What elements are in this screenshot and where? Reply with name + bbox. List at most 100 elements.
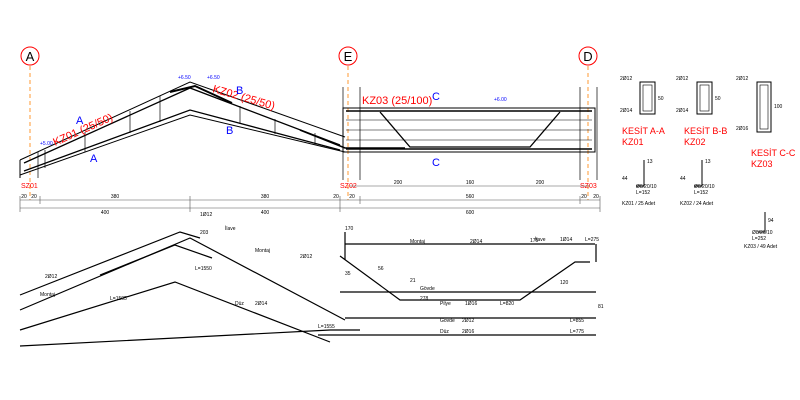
- rebar-label-r4: 1Ø16: [465, 301, 477, 307]
- stirrup-kz02: [694, 160, 703, 187]
- elevation-1: +6.50: [178, 75, 191, 81]
- section-mark-a-top: A: [76, 115, 84, 127]
- dim-kz03-right: 200: [536, 180, 545, 186]
- stirrup-kz03: [758, 212, 766, 233]
- rebar-line-4: [99, 244, 213, 276]
- section-bb: 2Ø12 2Ø14 50 KESİT B-B KZ02: [676, 76, 727, 147]
- stirrup-kz01-spec: Ø8/20/10: [636, 184, 657, 190]
- stirrup-kz03-len: L=252: [752, 236, 766, 242]
- dim-end-c: 20: [333, 194, 339, 200]
- rebar-label-r3: 2Ø14: [470, 239, 482, 245]
- section-mark-c-top: C: [432, 91, 440, 103]
- rebar-label-govde-2: Gövde: [440, 318, 455, 324]
- section-cc-beam: KZ03: [751, 159, 773, 169]
- rebar-label-seg5: 278: [420, 296, 429, 302]
- section-mark-b-top: B: [236, 85, 243, 97]
- rebar-schedule-lines: [19, 231, 597, 347]
- section-aa-bottom-bar: 2Ø14: [620, 108, 632, 114]
- section-mark-c-bottom: C: [432, 157, 440, 169]
- dim-end-a: 20: [21, 194, 27, 200]
- stirrup-kz02-count: KZ02 / 24 Adet: [680, 201, 714, 207]
- rebar-line-1: [19, 231, 201, 296]
- section-aa: 2Ø12 2Ø14 50 KESİT A-A KZ01: [620, 76, 665, 147]
- rebar-label-r2b: 2Ø12: [462, 318, 474, 324]
- dim-end-d: 20: [349, 194, 355, 200]
- rebar-label-len5: L=1550: [195, 266, 212, 272]
- rebar-label-montaj-1: Montaj: [255, 248, 270, 254]
- section-aa-height: 50: [658, 96, 664, 102]
- axis-lines: [29, 66, 589, 200]
- inclined-beam-top-edge: [19, 81, 346, 161]
- stirrup-kz03-leg: 94: [768, 218, 774, 224]
- elevation-4: +5.00: [40, 141, 53, 147]
- support-label-3: SZ03: [580, 183, 597, 190]
- rebar-label-ilave-2: İlave: [535, 236, 546, 243]
- rebar-label-r3b: 2Ø14: [255, 301, 267, 307]
- section-aa-top-bar: 2Ø12: [620, 76, 632, 82]
- section-markers: A A B B C C: [76, 85, 440, 169]
- rebar-label-len3: L=855: [570, 318, 584, 324]
- rebar-line-8: [339, 255, 590, 301]
- axis-bubble-a: A: [20, 46, 40, 66]
- section-bb-height: 50: [715, 96, 721, 102]
- rebar-label-r5: 2Ø16: [462, 329, 474, 335]
- rebar-label-seg6: 81: [598, 304, 604, 310]
- kz03-beam-outline: [342, 87, 598, 180]
- section-aa-beam: KZ01: [622, 137, 644, 147]
- rebar-label-pilye: Pilye: [440, 301, 451, 307]
- rebar-line-2: [19, 237, 346, 321]
- dim-kz03-left: 200: [394, 180, 403, 186]
- section-mark-a-bottom: A: [90, 153, 98, 165]
- stirrup-kz02-leg: 13: [705, 159, 711, 165]
- dim-kz03-total: 600: [466, 210, 475, 216]
- rebar-label-seg9: 35: [345, 271, 351, 277]
- rebar-label-len1: L=275: [585, 237, 599, 243]
- rebar-label-seg7: 21: [410, 278, 416, 284]
- section-bb-bottom-bar: 2Ø14: [676, 108, 688, 114]
- section-cc-title: KESİT C-C: [751, 148, 796, 158]
- rebar-label-seg3: 203: [200, 230, 209, 236]
- rebar-schedule-labels: İlave 1Ø12 Montaj 2Ø12 Montaj 2Ø14 İlave…: [40, 212, 604, 335]
- stirrup-kz02-leg2: 44: [680, 176, 686, 182]
- section-cc: 2Ø12 2Ø16 100 KESİT C-C KZ03: [736, 76, 796, 169]
- rebar-label-duz-1: Düz: [440, 329, 449, 335]
- rebar-label-r6: 1Ø14: [560, 237, 572, 243]
- dim-kz01-span2: 380: [261, 194, 270, 200]
- elevation-3: +6.00: [494, 97, 507, 103]
- stirrup-kz01-leg2: 44: [622, 176, 628, 182]
- rebar-label-montaj-2: Montaj: [410, 239, 425, 245]
- rebar-line-5: [19, 329, 360, 347]
- dim-kz01-span: 380: [111, 194, 120, 200]
- ridge-extra-rebar: [169, 84, 233, 104]
- dimension-lines: [19, 185, 601, 212]
- axis-label-d: D: [583, 49, 592, 64]
- elevation-2: +6.50: [207, 75, 220, 81]
- dim-kz01-total2: 400: [261, 210, 270, 216]
- section-cc-height: 100: [774, 104, 783, 110]
- rebar-label-seg4: 120: [560, 280, 569, 286]
- stirrup-kz03-spec: Ø8/20/10: [752, 230, 773, 236]
- kz03-rebars: [346, 110, 592, 150]
- kz03-bent-rebar: [379, 111, 561, 148]
- rebar-label-r1: 1Ø12: [200, 212, 212, 218]
- axis-bubble-e: E: [338, 46, 358, 66]
- rebar-label-len7: L=1555: [318, 324, 335, 330]
- dim-kz03-span: 560: [466, 194, 475, 200]
- section-bb-beam: KZ02: [684, 137, 706, 147]
- section-aa-title: KESİT A-A: [622, 126, 665, 136]
- rebar-label-len2: L=820: [500, 301, 514, 307]
- rebar-label-montaj-3: Montaj: [40, 292, 55, 298]
- stirrup-kz01-leg: 13: [647, 159, 653, 165]
- rebar-label-seg1: 175: [530, 238, 539, 244]
- axis-label-a: A: [26, 49, 35, 64]
- dim-end-e: 20: [581, 194, 587, 200]
- supports: SZ01 SZ02 SZ03: [21, 183, 597, 190]
- rebar-label-r2: 2Ø12: [300, 254, 312, 260]
- inclined-beam-bottom-edge: [19, 114, 346, 176]
- section-mark-b-bottom: B: [226, 125, 233, 137]
- dim-kz03-mid: 160: [466, 180, 475, 186]
- rebar-label-govde-1: Gövde: [420, 286, 435, 292]
- section-bb-title: KESİT B-B: [684, 126, 727, 136]
